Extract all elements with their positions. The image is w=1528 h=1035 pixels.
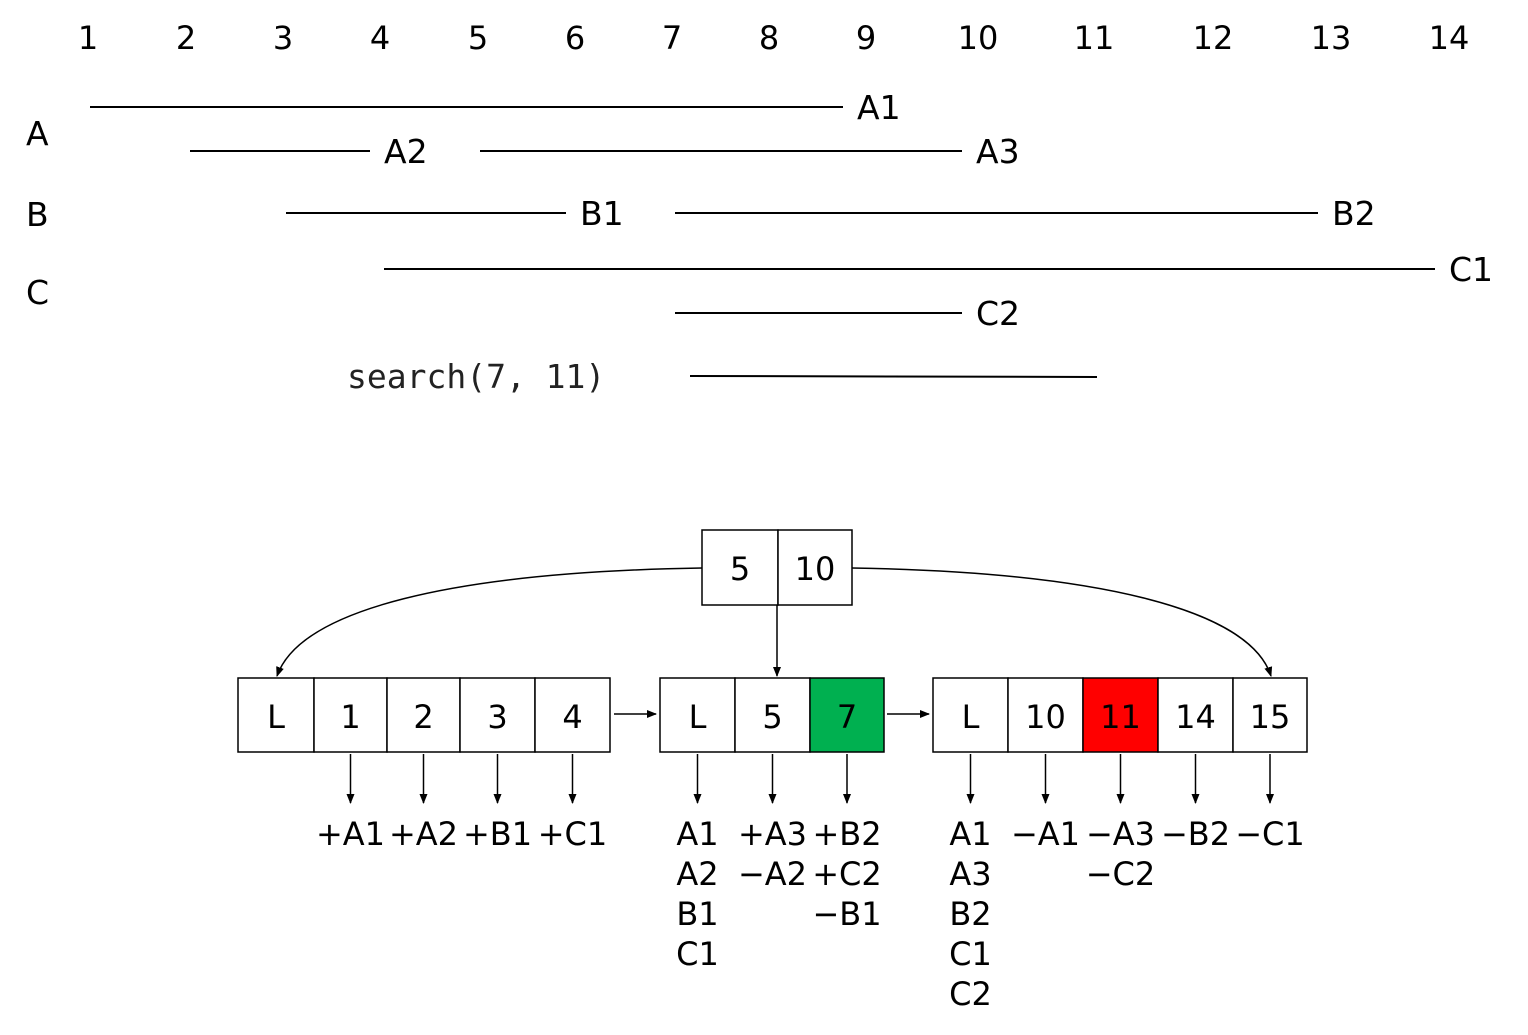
leaf-cell-label: 3 [487, 698, 507, 736]
event-label: +B2 [812, 815, 881, 853]
leaf-cell-label: 2 [413, 698, 433, 736]
leaf-cell-label: 10 [1025, 698, 1066, 736]
event-label: C1 [949, 935, 992, 973]
root-child-arrow-left [276, 567, 703, 677]
leaf-cell [734, 677, 811, 753]
event-label: +A2 [389, 815, 458, 853]
event-label: A3 [949, 855, 991, 893]
leaf-cell-label: L [689, 698, 707, 736]
leaf-cell [459, 677, 536, 753]
event-label: +B1 [463, 815, 532, 853]
leaf-cell-label: 4 [562, 698, 582, 736]
event-label: C2 [949, 975, 992, 1013]
axis-tick-label: 3 [273, 19, 293, 57]
query-line [689, 375, 1098, 378]
axis-tick-label: 6 [565, 19, 585, 57]
event-label: +A3 [738, 815, 807, 853]
leaf-cell-label: 11 [1100, 698, 1141, 736]
leaf-cell [534, 677, 611, 753]
leaf-cell-end-highlight [1082, 677, 1159, 753]
interval-label-a2: A2 [384, 132, 428, 171]
root-key-cell [777, 529, 853, 606]
leaf-cell [313, 677, 388, 753]
axis-tick-label: 12 [1193, 19, 1234, 57]
event-label: +C2 [812, 855, 882, 893]
event-label: −C2 [1086, 855, 1156, 893]
leaf-cell-label: 14 [1175, 698, 1216, 736]
event-label: A1 [676, 815, 718, 853]
axis-tick-label: 1 [78, 19, 98, 57]
interval-label-a1: A1 [857, 88, 901, 127]
leaf-cell [932, 677, 1009, 753]
leaf-cell [1007, 677, 1084, 753]
root-child-arrow-right [851, 567, 1273, 677]
event-label: B1 [676, 895, 718, 933]
event-label: A1 [949, 815, 991, 853]
leaf-cell-start-highlight [809, 677, 885, 753]
axis-tick-label: 10 [958, 19, 999, 57]
interval-label-a3: A3 [976, 132, 1020, 171]
event-label: −B2 [1161, 815, 1230, 853]
query-label: search(7, 11) [347, 357, 605, 396]
event-label: +A1 [316, 815, 385, 853]
axis-tick-label: 14 [1429, 19, 1470, 57]
event-label: B2 [949, 895, 991, 933]
event-label: −A1 [1011, 815, 1080, 853]
group-label-c: C [26, 273, 49, 312]
group-label-a: A [26, 114, 49, 153]
interval-label-c1: C1 [1449, 250, 1493, 289]
root-key-label: 5 [730, 550, 750, 588]
interval-label-b1: B1 [580, 194, 624, 233]
event-label: +C1 [538, 815, 608, 853]
leaf-cell-label: L [962, 698, 980, 736]
event-label: −A3 [1086, 815, 1155, 853]
leaf-cell-label: 7 [837, 698, 857, 736]
event-label: −A2 [738, 855, 807, 893]
interval-label-c2: C2 [976, 294, 1020, 333]
axis-tick-label: 9 [856, 19, 876, 57]
leaf-cell-label: 1 [340, 698, 360, 736]
axis-tick-label: 8 [759, 19, 779, 57]
interval-label-b2: B2 [1332, 194, 1376, 233]
axis-tick-label: 2 [176, 19, 196, 57]
event-label: −B1 [812, 895, 881, 933]
leaf-cell [1232, 677, 1308, 753]
root-key-cell [701, 529, 779, 606]
event-label: −C1 [1235, 815, 1305, 853]
leaf-cell-label: L [267, 698, 285, 736]
leaf-cell-label: 5 [762, 698, 782, 736]
axis-tick-label: 13 [1311, 19, 1352, 57]
leaf-cell [237, 677, 315, 753]
axis-tick-label: 11 [1074, 19, 1115, 57]
axis-tick-label: 5 [468, 19, 488, 57]
event-label: C1 [676, 935, 719, 973]
group-label-b: B [26, 195, 49, 234]
root-key-label: 10 [795, 550, 836, 588]
event-label: A2 [676, 855, 718, 893]
leaf-cell-label: 15 [1250, 698, 1291, 736]
axis-tick-label: 7 [662, 19, 682, 57]
axis-tick-label: 4 [370, 19, 390, 57]
